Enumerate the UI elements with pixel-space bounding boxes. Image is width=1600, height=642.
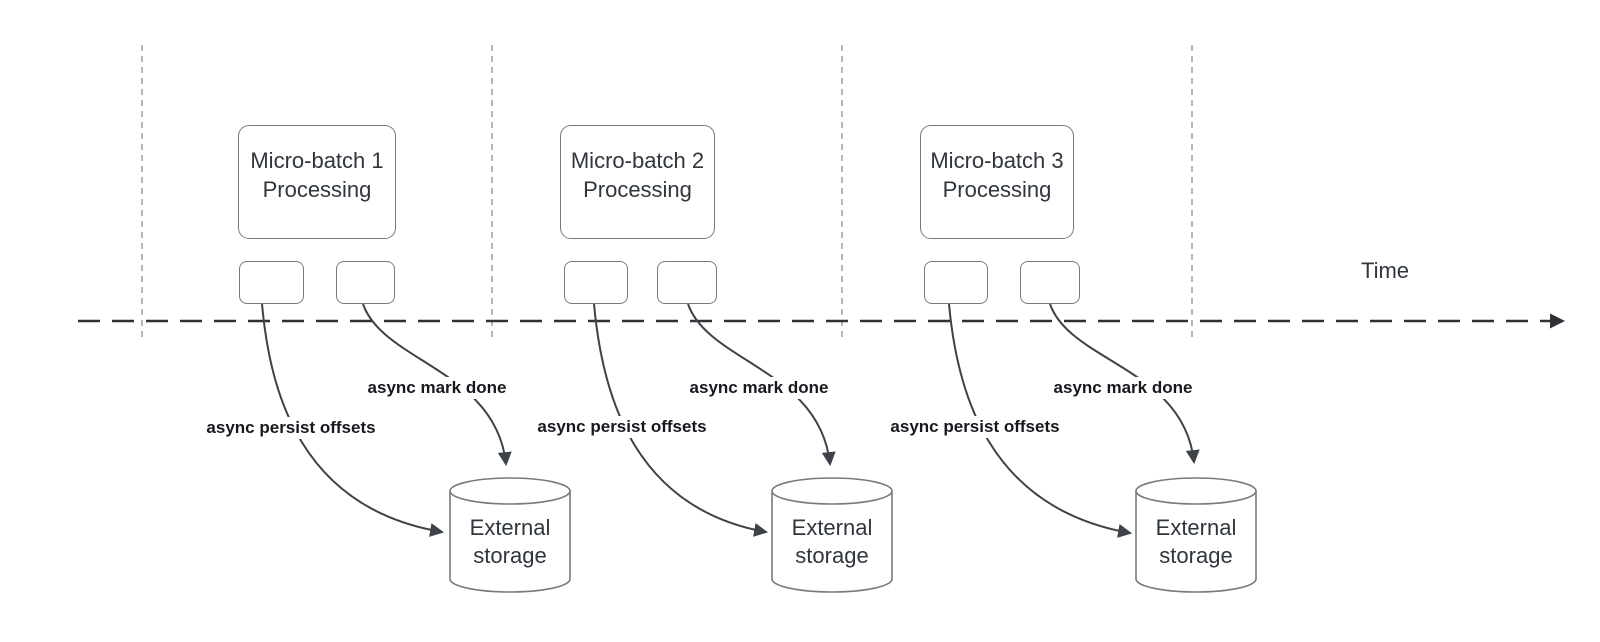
- persist-offsets-task-box-1: [239, 261, 304, 304]
- external-storage-cylinder-3: [1135, 477, 1257, 593]
- microbatch-processing-box-3: Micro-batch 3 Processing: [920, 125, 1074, 239]
- persist-offsets-task-box-2: [564, 261, 628, 304]
- mark-done-label-3: async mark done: [1050, 377, 1196, 399]
- external-storage-cylinder-1: [449, 477, 571, 593]
- microbatch-title-line1: Micro-batch 1: [250, 148, 384, 173]
- mark-done-task-box-1: [336, 261, 395, 304]
- storage-line2: storage: [795, 543, 869, 568]
- microbatch-title-line1: Micro-batch 2: [570, 148, 705, 173]
- external-storage-text-1: External storage: [440, 514, 580, 570]
- persist-offsets-label-1: async persist offsets: [203, 417, 379, 439]
- microbatch-processing-box-1: Micro-batch 1 Processing: [238, 125, 396, 239]
- storage-line2: storage: [473, 543, 547, 568]
- external-storage-cylinder-2: [771, 477, 893, 593]
- microbatch-title-line2: Processing: [262, 177, 372, 202]
- microbatch-title-line1: Micro-batch 3: [930, 148, 1064, 173]
- persist-offsets-arrow-2: [593, 303, 769, 537]
- microbatch-title-line2: Processing: [942, 177, 1052, 202]
- storage-line1: External: [469, 515, 551, 540]
- microbatch-processing-box-2: Micro-batch 2 Processing: [560, 125, 715, 239]
- storage-line1: External: [1155, 515, 1237, 540]
- mark-done-label-1: async mark done: [364, 377, 510, 399]
- storage-line1: External: [791, 515, 873, 540]
- mark-done-task-box-3: [1020, 261, 1080, 304]
- time-axis-label: Time: [1360, 258, 1410, 283]
- external-storage-text-3: External storage: [1126, 514, 1266, 570]
- microbatch-title-line2: Processing: [583, 177, 692, 202]
- mark-done-arrow-3: [1049, 303, 1200, 465]
- persist-offsets-label-3: async persist offsets: [887, 416, 1063, 438]
- persist-offsets-label-2: async persist offsets: [534, 416, 710, 438]
- mark-done-label-2: async mark done: [686, 377, 832, 399]
- persist-offsets-task-box-3: [924, 261, 988, 304]
- persist-offsets-arrow-1: [261, 303, 445, 537]
- mark-done-task-box-2: [657, 261, 717, 304]
- mark-done-arrow-1: [362, 303, 512, 467]
- mark-done-arrow-2: [687, 303, 836, 467]
- external-storage-text-2: External storage: [762, 514, 902, 570]
- storage-line2: storage: [1159, 543, 1233, 568]
- persist-offsets-arrow-3: [948, 303, 1133, 538]
